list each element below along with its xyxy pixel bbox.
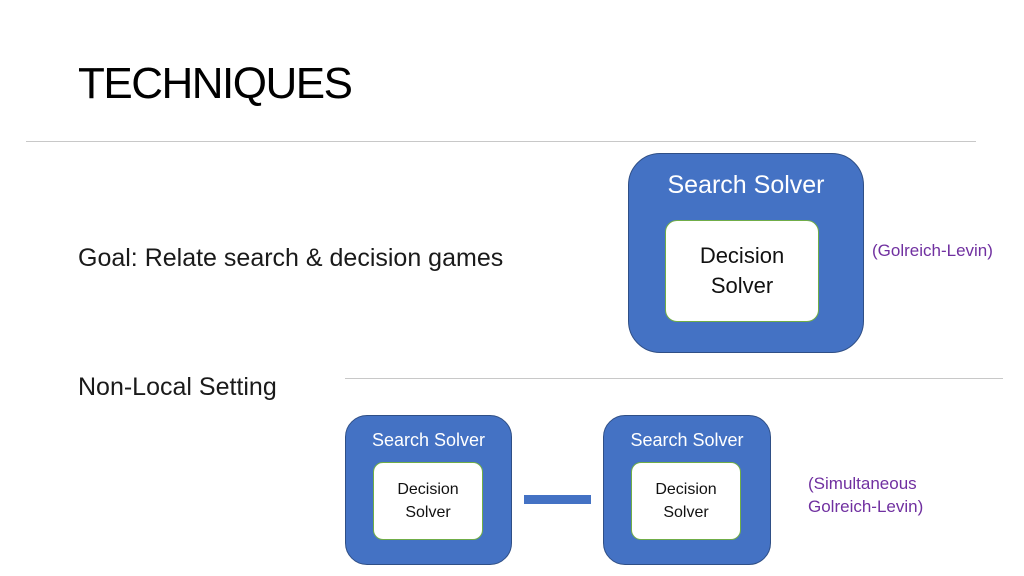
- search-solver-box-left: Search Solver Decision Solver: [345, 415, 512, 565]
- search-solver-label-left: Search Solver: [371, 430, 486, 450]
- decision-solver-label-right-line2: Solver: [663, 504, 709, 521]
- goal-text: Goal: Relate search & decision games: [78, 244, 504, 272]
- decision-solver-box: Decision Solver: [665, 220, 819, 322]
- search-solver-box-right: Search Solver Decision Solver: [603, 415, 771, 565]
- decision-solver-label-left-line1: Decision: [397, 481, 459, 498]
- decision-solver-label-left-line2: Solver: [405, 504, 451, 521]
- search-solver-box: Search Solver Decision Solver: [628, 153, 864, 353]
- connector-bar: [524, 495, 591, 504]
- simultaneous-golreich-levin-note: (Simultaneous Golreich-Levin): [808, 472, 923, 518]
- search-solver-label: Search Solver: [667, 171, 825, 199]
- section-divider: [345, 378, 1003, 379]
- decision-solver-label-line1: Decision: [699, 243, 785, 268]
- title-divider: [26, 141, 976, 142]
- decision-solver-label-right-line1: Decision: [655, 481, 717, 498]
- search-solver-label-right: Search Solver: [630, 430, 744, 450]
- decision-solver-box-left: Decision Solver: [373, 462, 483, 540]
- decision-solver-box-right: Decision Solver: [631, 462, 741, 540]
- simultaneous-note-line1: (Simultaneous: [808, 474, 917, 493]
- slide-title: TECHNIQUES: [78, 59, 353, 108]
- simultaneous-note-line2: Golreich-Levin): [808, 497, 924, 516]
- golreich-levin-note: (Golreich-Levin): [872, 241, 993, 260]
- non-local-setting-text: Non-Local Setting: [78, 373, 277, 401]
- decision-solver-label-line2: Solver: [710, 273, 774, 298]
